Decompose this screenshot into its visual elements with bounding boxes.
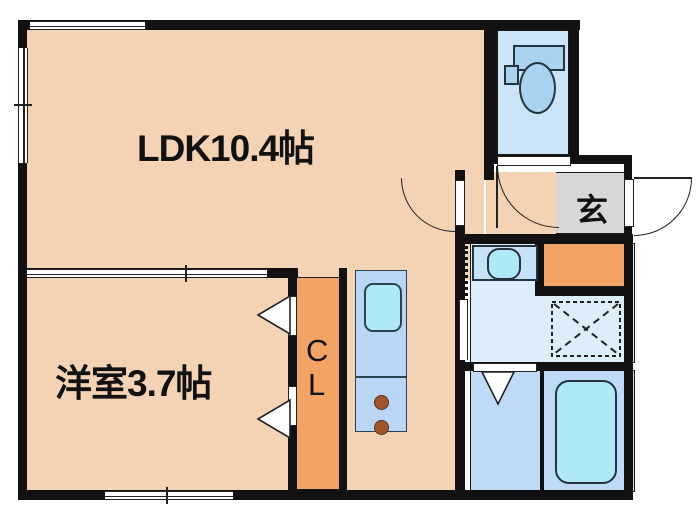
wall-left-outer (18, 20, 27, 50)
closet-label-l: L (308, 367, 325, 402)
window-ldk-top[interactable] (30, 21, 145, 30)
ldk-floor (26, 28, 484, 280)
window-ldk-left-tick (14, 104, 32, 106)
wall-top-ldk (18, 20, 492, 30)
bedroom-label: 洋室3.7帖 (55, 363, 212, 404)
kitchen-counter-divider (355, 376, 407, 378)
wall-toilet-right (569, 20, 579, 162)
window-bedroom-bottom-tick (166, 487, 168, 504)
kitchen-sink-icon (364, 283, 402, 332)
wall-bath-divider (460, 362, 632, 371)
wall-closet-left (288, 268, 297, 500)
wall-bath-inner (540, 371, 544, 490)
door-bathroom-swing-outline (480, 371, 516, 406)
bedroom-floor (26, 277, 291, 490)
door-washroom-panel[interactable] (459, 300, 468, 360)
wall-nub-ldk-right-lower (455, 234, 495, 244)
door-washroom-rail[interactable] (465, 246, 468, 302)
washbasin-icon (487, 248, 521, 280)
window-bedroom-top-tick (185, 265, 187, 282)
ldk-label: LDK10.4帖 (137, 128, 315, 169)
bathtub-icon (555, 380, 617, 484)
door-entrance-swing-top (634, 177, 692, 179)
door-entrance-leaf[interactable] (624, 179, 634, 227)
door-closet-swing-top (256, 294, 291, 336)
gas-burner-icon-1 (374, 395, 389, 410)
wall-washroom-top (460, 234, 632, 244)
door-toilet-leaf[interactable] (497, 156, 571, 166)
wall-toilet-top (488, 20, 580, 30)
washing-machine-pan-icon (551, 301, 621, 357)
wall-left-outer-2 (18, 160, 27, 500)
window-bedroom-top[interactable] (27, 269, 267, 278)
door-entrance-swing (634, 178, 692, 236)
entrance-label: 玄 (576, 192, 608, 228)
closet-label-c: C (306, 333, 328, 368)
wall-bottom-wet (455, 490, 633, 500)
wall-toilet-left (488, 20, 497, 160)
toilet-bowl-icon (519, 62, 556, 114)
door-ldk-entry-leaf[interactable] (455, 180, 465, 226)
shoe-cabinet (543, 243, 631, 287)
wall-bottom-kitchen (296, 490, 466, 500)
gas-burner-icon-2 (374, 420, 389, 435)
wall-entrance-right (624, 155, 632, 179)
wall-vanity-under (535, 287, 632, 296)
toilet-lever-icon (504, 65, 519, 85)
door-ldk-entry-swing-shape (437, 176, 467, 234)
wall-closet-right (339, 268, 347, 500)
window-bedroom-bottom[interactable] (105, 491, 233, 500)
wall-right-outer (624, 234, 633, 500)
wall-entrance-top (569, 155, 631, 164)
door-closet-swing-bottom (256, 398, 291, 440)
wall-vanity-right (535, 243, 544, 295)
door-toilet-swing-edge (496, 166, 498, 228)
